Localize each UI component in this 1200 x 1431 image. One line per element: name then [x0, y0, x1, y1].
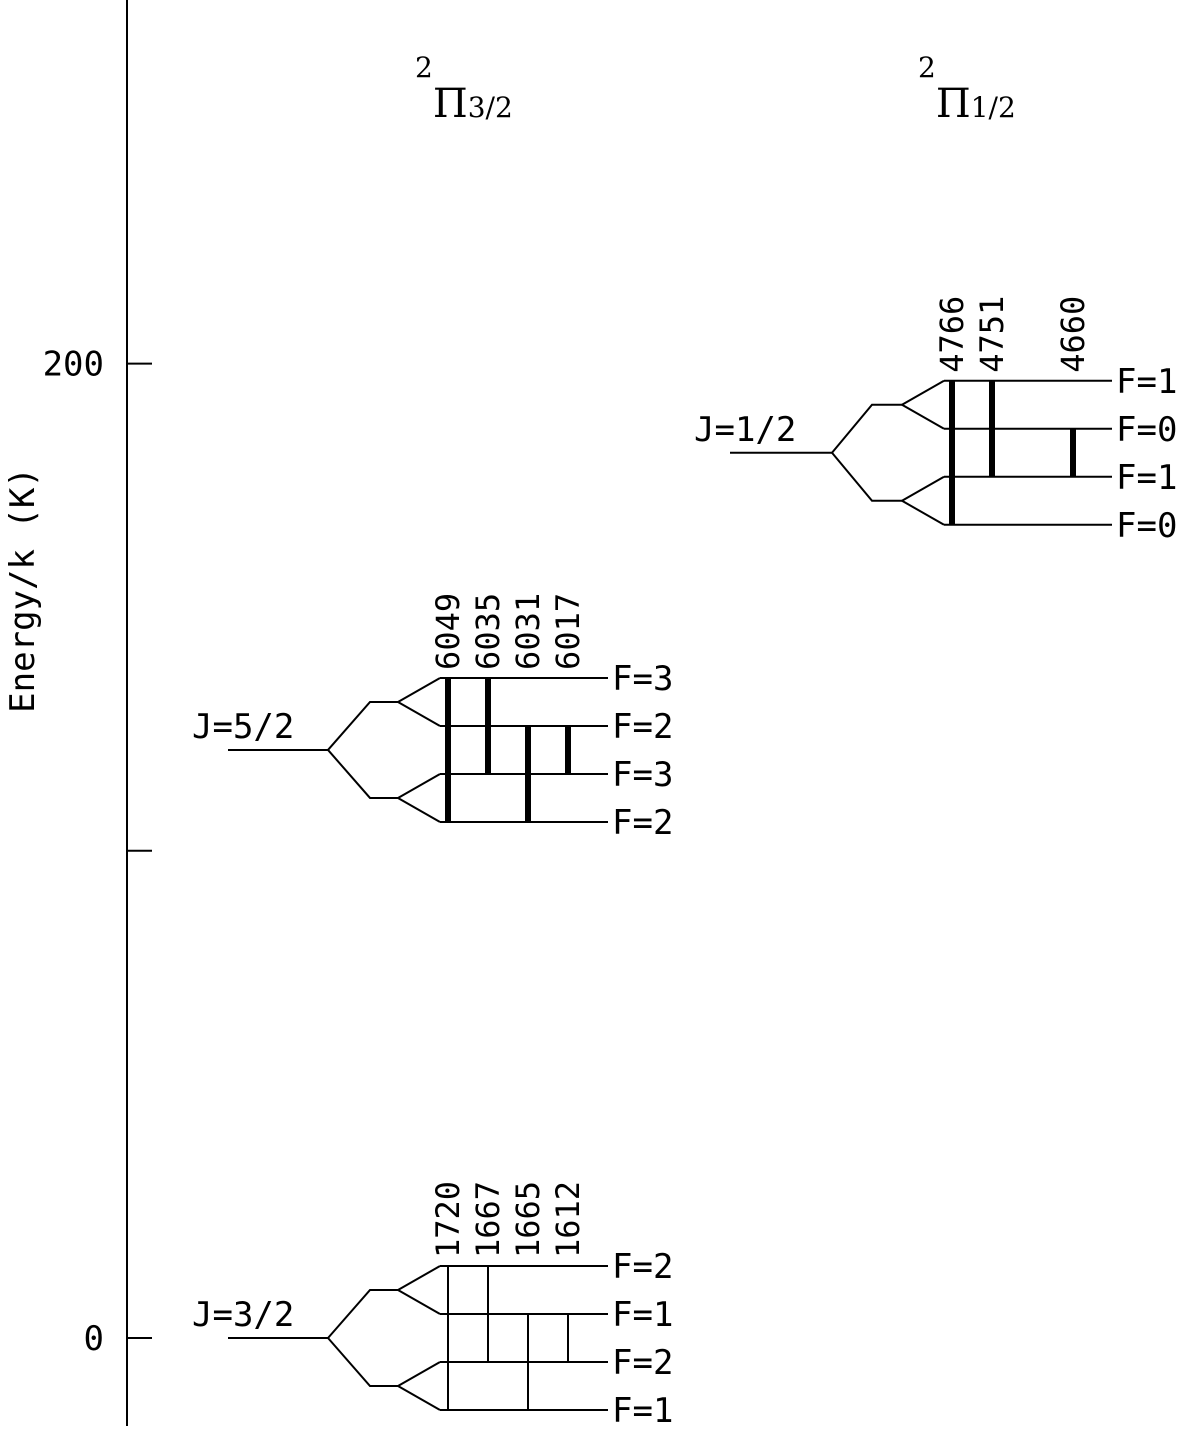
f-level-label: F=0: [1116, 506, 1177, 546]
hf-branch: [397, 1385, 441, 1411]
axis-label: Energy/k (K): [3, 467, 43, 713]
hf-branch: [397, 797, 441, 823]
f-level-label: F=2: [612, 1247, 673, 1287]
transition-frequency: 6035: [469, 593, 507, 670]
energy-axis: Energy/k (K): [3, 0, 128, 1426]
hf-branch: [901, 499, 945, 526]
f-level-label: F=3: [612, 755, 673, 795]
transition-frequency: 6049: [429, 593, 467, 670]
transition-frequency: 4751: [973, 296, 1011, 373]
f-level-label: F=0: [1116, 410, 1177, 450]
title-pi32: 2Π3/2: [415, 51, 513, 127]
transition-frequency: 4660: [1054, 296, 1092, 373]
f-level-label: F=2: [612, 1343, 673, 1383]
f-level-label: F=1: [1116, 362, 1177, 402]
f-level-label: F=1: [1116, 458, 1177, 498]
j-label: J=1/2: [694, 410, 796, 450]
axis-tick-label: 0: [84, 1319, 104, 1359]
hf-branch: [397, 773, 441, 799]
axis-ticks: 0 200: [43, 345, 152, 1359]
transition-frequency: 1667: [469, 1181, 507, 1258]
lambda-branch-lower: [831, 452, 902, 502]
f-level-label: F=2: [612, 707, 673, 747]
title-pi12: 2Π1/2: [918, 51, 1016, 127]
lambda-branch-upper: [327, 700, 398, 751]
transition-frequency: 6017: [549, 593, 587, 670]
lambda-branch-upper: [831, 403, 902, 454]
f-level-label: F=1: [612, 1295, 673, 1335]
hf-branch: [901, 403, 945, 430]
transition-frequency: 1720: [429, 1181, 467, 1258]
transition-frequency: 1612: [549, 1181, 587, 1258]
f-level-label: F=2: [612, 803, 673, 843]
hf-branch: [901, 379, 945, 406]
lambda-branch-lower: [327, 749, 398, 799]
hf-branch: [397, 677, 441, 703]
transition-frequency: 4766: [933, 296, 971, 373]
j-label: J=5/2: [192, 707, 294, 747]
j-label: J=3/2: [192, 1295, 294, 1335]
hf-branch: [397, 1361, 441, 1387]
axis-tick-label: 200: [43, 345, 104, 385]
lambda-branch-lower: [327, 1337, 398, 1387]
transition-frequency: 6031: [509, 593, 547, 670]
hf-branch: [901, 475, 945, 502]
hf-branch: [397, 1265, 441, 1291]
hf-branch: [397, 1289, 441, 1315]
lambda-branch-upper: [327, 1289, 398, 1339]
ladder-titles: 2Π3/2 2Π1/2: [415, 51, 1016, 127]
f-level-label: F=1: [612, 1391, 673, 1426]
transition-frequency: 1665: [509, 1181, 547, 1258]
f-level-label: F=3: [612, 659, 673, 699]
hf-branch: [397, 701, 441, 727]
